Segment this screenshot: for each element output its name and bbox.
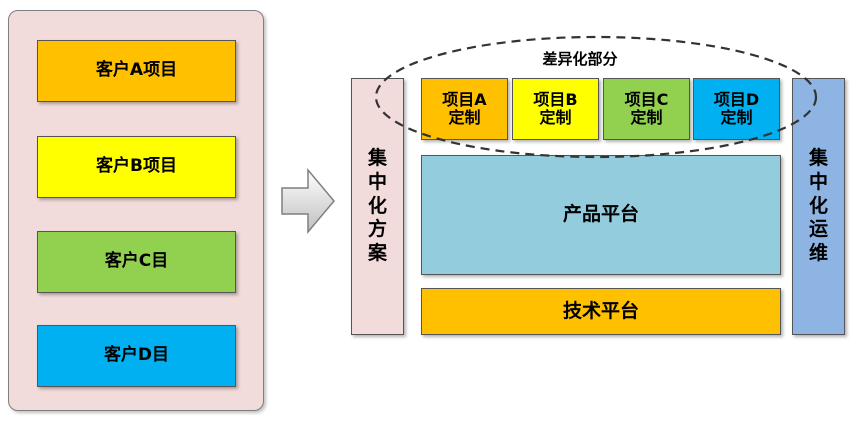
centralized-solution: 集 中 化 方 案 (351, 78, 404, 335)
difference-label: 差异化部分 (542, 50, 618, 68)
centralized-ops: 集 中 化 运 维 (792, 78, 845, 335)
tech-platform: 技术平台 (421, 288, 781, 335)
client-d-label: 客户D目 (103, 345, 170, 366)
right-arrow-icon (281, 167, 335, 235)
product-platform-label: 产品平台 (562, 203, 639, 226)
client-c-label: 客户C目 (104, 251, 169, 272)
client-c-project: 客户C目 (37, 231, 236, 293)
project-b-line2: 定制 (539, 108, 572, 127)
project-a-line1: 项目A (442, 89, 487, 109)
ops-char-3: 化 (808, 194, 828, 217)
ops-char-2: 中 (808, 170, 828, 193)
ops-char-5: 维 (808, 242, 828, 265)
project-a-line2: 定制 (448, 108, 481, 127)
solution-char-4: 方 (367, 218, 387, 241)
project-d-line1: 项目D (713, 89, 760, 109)
project-b-line1: 项目B (533, 89, 578, 109)
product-platform: 产品平台 (421, 155, 781, 275)
solution-char-5: 案 (367, 242, 387, 265)
project-b-customization: 项目B 定制 (512, 78, 599, 140)
project-c-line1: 项目C (624, 89, 669, 109)
ops-char-4: 运 (808, 218, 828, 241)
project-a-customization: 项目A 定制 (421, 78, 508, 140)
client-a-label: 客户A项目 (95, 60, 178, 81)
solution-char-1: 集 (367, 147, 387, 170)
project-c-customization: 项目C 定制 (603, 78, 690, 140)
client-d-project: 客户D目 (37, 325, 236, 387)
project-d-customization: 项目D 定制 (693, 78, 780, 140)
solution-char-2: 中 (367, 170, 387, 193)
tech-platform-label: 技术平台 (562, 299, 639, 322)
project-c-line2: 定制 (630, 108, 663, 127)
project-d-line2: 定制 (720, 108, 753, 127)
client-b-label: 客户B项目 (96, 156, 177, 177)
client-b-project: 客户B项目 (37, 136, 236, 198)
ops-char-1: 集 (808, 147, 828, 170)
solution-char-3: 化 (367, 194, 387, 217)
client-a-project: 客户A项目 (37, 40, 236, 102)
